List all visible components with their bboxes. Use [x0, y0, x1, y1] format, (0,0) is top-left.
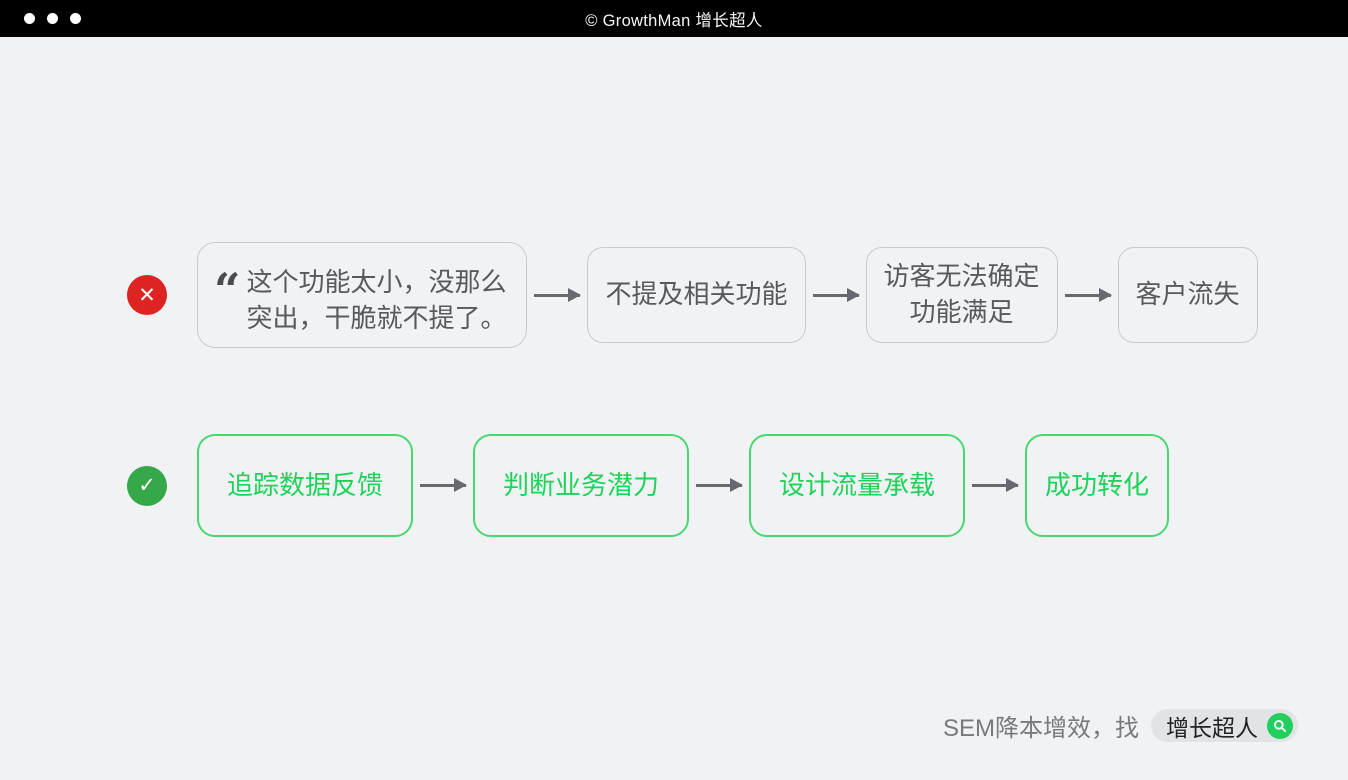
titlebar: © GrowthMan 增长超人	[0, 0, 1348, 37]
window-control-dot[interactable]	[24, 13, 35, 24]
flow-step: 客户流失	[1117, 247, 1258, 343]
footer-slogan: SEM降本增效，找	[942, 715, 1139, 742]
flow-step: 成功转化	[1025, 434, 1170, 537]
brand-name: 增长超人	[1166, 714, 1258, 741]
flow-step: 设计流量承载	[749, 434, 966, 537]
flow-step-quote: “ 这个功能太小，没那么 突出，干脆就不提了。	[197, 242, 528, 348]
flow-step-label: 客户流失	[1135, 279, 1240, 310]
flow-step-label: 不提及相关功能	[605, 279, 788, 310]
flow-step: 不提及相关功能	[587, 247, 806, 343]
flow-step-label: 设计流量承载	[779, 469, 936, 500]
error-icon: ✕	[127, 275, 167, 315]
flow-step: 访客无法确定 功能满足	[865, 247, 1058, 343]
flow-step-label: 这个功能太小，没那么 突出，干脆就不提了。	[246, 267, 507, 333]
arrow-right-icon	[812, 287, 860, 302]
footer: SEM降本增效，找 增长超人	[943, 708, 1298, 743]
flow-step: 追踪数据反馈	[197, 434, 414, 537]
flow-row-negative: ✕ “ 这个功能太小，没那么 突出，干脆就不提了。 不提及相关功能 访客无法确定…	[127, 242, 1258, 348]
arrow-right-icon	[972, 478, 1020, 492]
brand-badge: 增长超人	[1151, 709, 1298, 742]
flow-step-label: 判断业务潜力	[503, 469, 660, 500]
success-icon: ✓	[127, 465, 167, 506]
window-control-dot[interactable]	[47, 13, 58, 24]
flow-step-label: 访客无法确定 功能满足	[883, 261, 1040, 327]
arrow-right-icon	[420, 478, 468, 492]
window-control-dot[interactable]	[70, 13, 81, 24]
flow-row-positive: ✓ 追踪数据反馈 判断业务潜力 设计流量承载 成功转化	[127, 434, 1170, 537]
flow-step-label: 追踪数据反馈	[227, 469, 384, 500]
window-controls	[24, 0, 81, 37]
arrow-right-icon	[696, 478, 744, 492]
arrow-right-icon	[1064, 287, 1112, 302]
quote-mark-icon: “	[214, 263, 241, 318]
window-title: © GrowthMan 增长超人	[585, 11, 763, 30]
arrow-right-icon	[534, 287, 582, 302]
flow-step-label: 成功转化	[1045, 469, 1150, 500]
search-icon	[1267, 712, 1293, 739]
flow-step: 判断业务潜力	[473, 434, 690, 537]
check-glyph: ✓	[138, 474, 156, 497]
cross-glyph: ✕	[138, 283, 156, 307]
